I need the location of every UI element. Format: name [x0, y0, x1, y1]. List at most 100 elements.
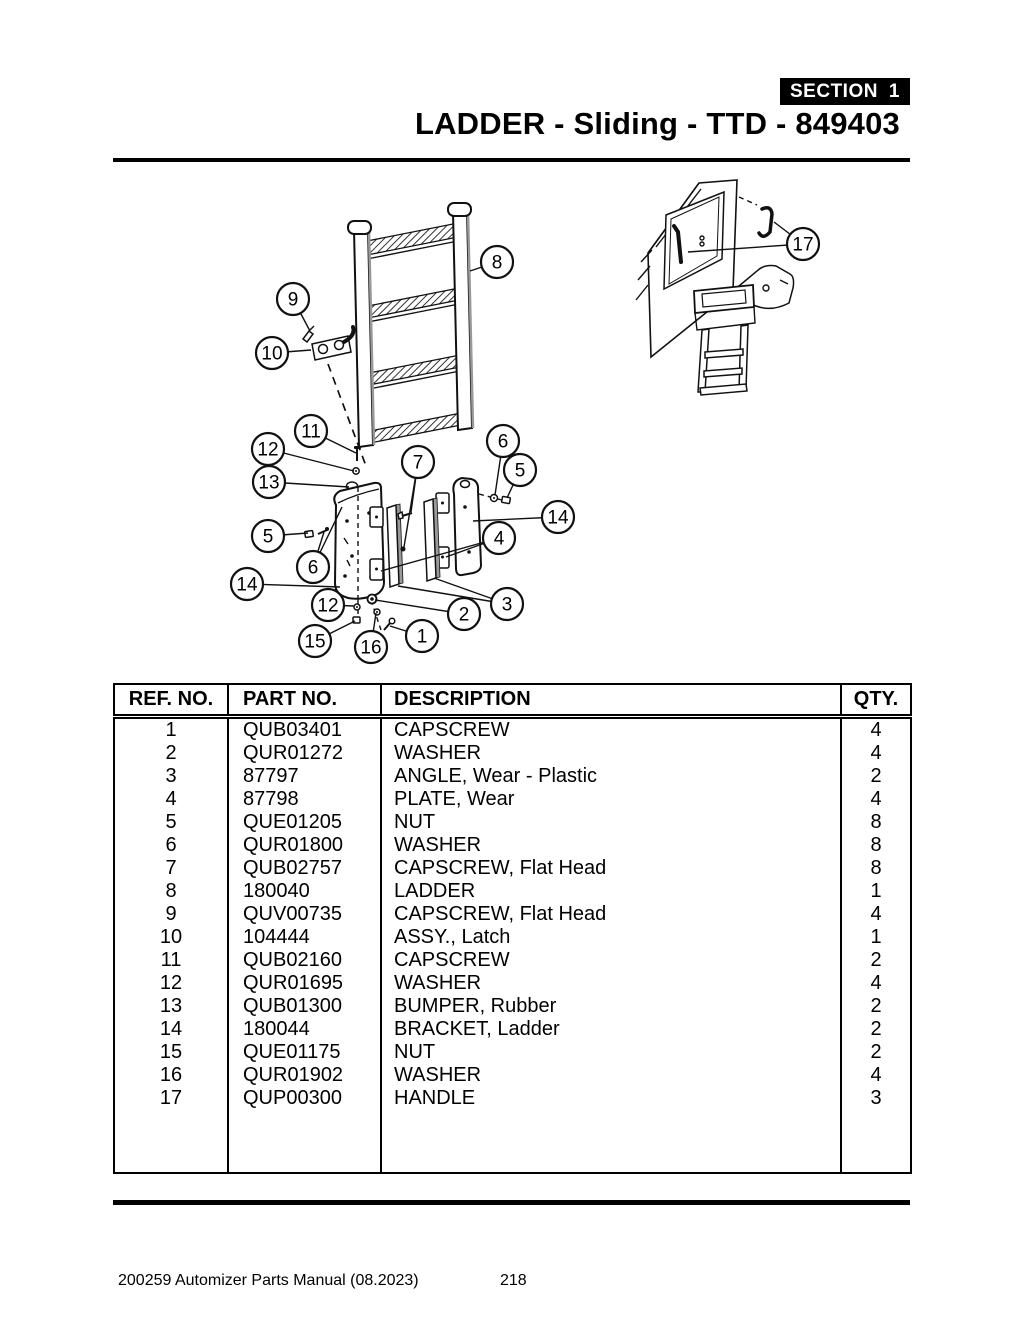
table-cell: 4	[840, 742, 911, 765]
callout-12: 12	[250, 431, 286, 467]
table-cell: 2	[840, 949, 911, 972]
table-cell: QUE01205	[227, 811, 381, 834]
table-cell: 13	[159, 995, 183, 1017]
table-cell: ASSY., Latch	[380, 926, 841, 949]
table-cell: ANGLE, Wear - Plastic	[380, 765, 841, 788]
table-cell: QUP00300	[227, 1087, 381, 1110]
table-cell: BUMPER, Rubber	[380, 995, 841, 1018]
table-filler-row	[114, 1110, 911, 1173]
svg-text:16: 16	[360, 638, 381, 659]
column-header: REF. NO.	[114, 684, 228, 719]
svg-text:12: 12	[257, 440, 278, 461]
column-header: DESCRIPTION	[380, 684, 841, 719]
table-cell: 2	[840, 765, 911, 788]
table-cell: 1	[840, 926, 911, 949]
table-cell: 8	[840, 834, 911, 857]
table-cell: WASHER	[380, 1064, 841, 1087]
table-cell: WASHER	[380, 972, 841, 995]
table-cell: 1	[840, 880, 911, 903]
truck-mount-illustration	[635, 179, 795, 396]
svg-text:5: 5	[263, 527, 274, 548]
svg-text:6: 6	[498, 432, 509, 453]
table-cell: 2	[165, 742, 177, 764]
table-cell: 2	[840, 995, 911, 1018]
table-cell: 17	[159, 1087, 183, 1109]
table-cell: QUB02757	[227, 857, 381, 880]
svg-text:14: 14	[236, 575, 258, 596]
table-cell: QUB03401	[227, 716, 381, 742]
svg-text:2: 2	[459, 605, 470, 626]
table-cell: 8	[165, 880, 177, 902]
table-cell: 180044	[227, 1018, 381, 1041]
table-cell: NUT	[380, 1041, 841, 1064]
table-cell: CAPSCREW, Flat Head	[380, 857, 841, 880]
table-cell: 180040	[227, 880, 381, 903]
svg-text:4: 4	[494, 529, 505, 550]
table-cell: 7	[165, 857, 177, 879]
column-header: PART NO.	[227, 684, 381, 719]
table-cell: QUB01300	[227, 995, 381, 1018]
table-cell: 16	[159, 1064, 183, 1086]
table-cell: 14	[159, 1018, 183, 1040]
callout-6: 6	[485, 423, 521, 459]
table-cell: WASHER	[380, 834, 841, 857]
callout-1: 1	[404, 618, 440, 654]
svg-text:9: 9	[288, 290, 299, 311]
svg-text:8: 8	[492, 253, 503, 274]
svg-text:1: 1	[417, 627, 428, 648]
callout-17: 17	[785, 226, 821, 262]
callout-2: 2	[446, 596, 482, 632]
table-cell: CAPSCREW	[380, 716, 841, 742]
svg-text:12: 12	[317, 596, 338, 617]
table-cell: QUR01800	[227, 834, 381, 857]
table-cell: 87797	[227, 765, 381, 788]
table-cell: NUT	[380, 811, 841, 834]
table-cell: 87798	[227, 788, 381, 811]
table-cell: 4	[165, 788, 177, 810]
callout-8: 8	[479, 244, 515, 280]
table-cell: QUV00735	[227, 903, 381, 926]
table-cell: BRACKET, Ladder	[380, 1018, 841, 1041]
callout-15: 15	[297, 623, 333, 659]
footer-manual-title: 200259 Automizer Parts Manual (08.2023)	[118, 1272, 419, 1289]
callout-3: 3	[489, 586, 525, 622]
table-cell: 104444	[227, 926, 381, 949]
svg-text:3: 3	[502, 595, 513, 616]
table-cell: QUR01272	[227, 742, 381, 765]
title-rule	[113, 158, 910, 162]
table-cell: QUR01695	[227, 972, 381, 995]
callout-14: 14	[229, 566, 265, 602]
table-cell: 4	[840, 788, 911, 811]
table-cell: QUB02160	[227, 949, 381, 972]
table-cell: PLATE, Wear	[380, 788, 841, 811]
section-badge-label: SECTION	[790, 80, 878, 102]
table-cell: 4	[840, 716, 911, 742]
table-cell: CAPSCREW	[380, 949, 841, 972]
table-cell: 4	[840, 903, 911, 926]
section-badge-number: 1	[888, 80, 900, 102]
footer-page-number: 218	[500, 1272, 527, 1289]
callout-13: 13	[251, 464, 287, 500]
ladder-illustration	[347, 202, 475, 449]
table-cell: 6	[165, 834, 177, 856]
column-header: QTY.	[840, 684, 911, 719]
page-title: LADDER - Sliding - TTD - 849403	[414, 106, 900, 141]
table-cell: 10	[159, 926, 183, 948]
table-cell: QUE01175	[227, 1041, 381, 1064]
table-cell: 8	[840, 811, 911, 834]
svg-text:10: 10	[261, 344, 282, 365]
